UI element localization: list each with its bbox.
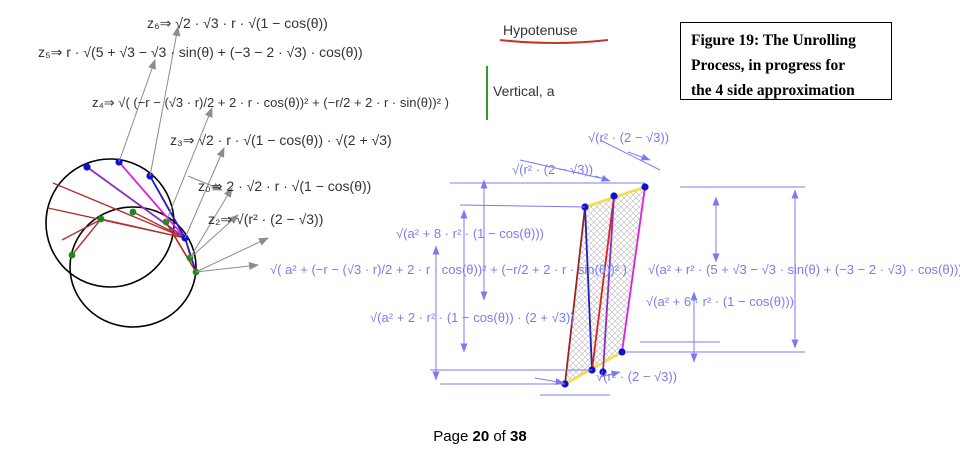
footer-page-number: 20 xyxy=(472,428,490,445)
outer-circle xyxy=(45,158,175,288)
chord-red xyxy=(100,218,186,239)
strip-side-blue xyxy=(584,206,593,371)
formula-z0: z₀⇒ 2 · √2 · r · √(1 − cos(θ)) xyxy=(198,178,371,194)
strip-hatch xyxy=(565,187,645,384)
formula-z5: z₅⇒ r · √(5 + √3 − √3 · sin(θ) + (−3 − 2… xyxy=(38,44,363,60)
formula-block: z₆⇒ √2 · √3 · r · √(1 − cos(θ)) z₅⇒ r · … xyxy=(38,15,449,227)
chord-magenta xyxy=(118,161,186,239)
measure-top-1: √(r² · (2 − √3)) xyxy=(588,130,669,145)
dimension-lines xyxy=(430,139,805,396)
measure-bottom: √(r² · (2 − √3)) xyxy=(596,369,677,384)
circle-diagram xyxy=(45,158,200,328)
caption-line: Figure 19: The Unrolling xyxy=(691,32,856,49)
measure-left-2: √( a² + (−r − (√3 · r)/2 + 2 · r · cos(θ… xyxy=(270,262,627,277)
caption-line: the 4 side approximation xyxy=(691,82,855,99)
formula-z2: z₂⇒ √(r² · (2 − √3)) xyxy=(208,211,323,227)
measure-right-1: √(a² + r² · (5 + √3 − √3 · sin(θ) + (−3 … xyxy=(648,262,960,277)
legend-hypotenuse: Hypotenuse xyxy=(503,22,578,38)
inner-point xyxy=(68,251,76,259)
legend-vertical: Vertical, a xyxy=(493,83,555,99)
footer-middle: of xyxy=(489,428,511,445)
inner-point xyxy=(97,215,105,223)
measure-left-3: √(a² + 2 · r² · (1 − cos(θ)) · (2 + √3)) xyxy=(370,310,575,325)
formula-z4: z₄⇒ √( (−r − (√3 · r)/2 + 2 · r · cos(θ)… xyxy=(92,95,449,110)
chord-blue xyxy=(149,175,186,239)
dimension-labels: √(r² · (2 − √3)) √(r² · (2 − √3)) √(a² +… xyxy=(270,130,960,384)
chord-red xyxy=(52,182,186,239)
hypotenuse-swatch xyxy=(499,39,609,44)
footer-prefix: Page xyxy=(433,428,473,445)
measure-right-2: √(a² + 6 · r² · (1 − cos(θ))) xyxy=(646,294,794,309)
caption-line: Process, in progress for xyxy=(691,57,846,74)
outer-point xyxy=(83,163,91,171)
chord-red xyxy=(61,219,101,241)
strip-point xyxy=(610,192,618,200)
strip-point xyxy=(618,348,626,356)
footer-page-total: 38 xyxy=(510,428,527,445)
annotation-lines xyxy=(118,26,269,273)
inner-circle xyxy=(69,206,197,328)
strip-side-brown xyxy=(564,206,586,385)
inner-point xyxy=(129,208,137,216)
chord-red xyxy=(71,218,102,256)
formula-z3: z₃⇒ √2 · r · √(1 − cos(θ)) · √(2 + √3) xyxy=(170,132,392,148)
formula-z6: z₆⇒ √2 · √3 · r · √(1 − cos(θ)) xyxy=(147,15,328,31)
chord-red xyxy=(132,211,186,239)
chord-red xyxy=(165,221,197,273)
measure-left-1: √(a² + 8 · r² · (1 − cos(θ))) xyxy=(396,226,544,241)
strip-side-red xyxy=(591,195,615,371)
strip-point xyxy=(599,368,607,376)
strip-side-magenta xyxy=(621,186,646,353)
figure-caption: Figure 19: The Unrolling Process, in pro… xyxy=(680,22,892,100)
strip-point xyxy=(641,183,649,191)
page-footer: Page 20 of 38 xyxy=(0,428,960,445)
measure-top-2: √(r² · (2 − √3)) xyxy=(512,162,593,177)
strip-side-purple xyxy=(602,195,615,373)
unrolled-strip xyxy=(561,183,649,388)
